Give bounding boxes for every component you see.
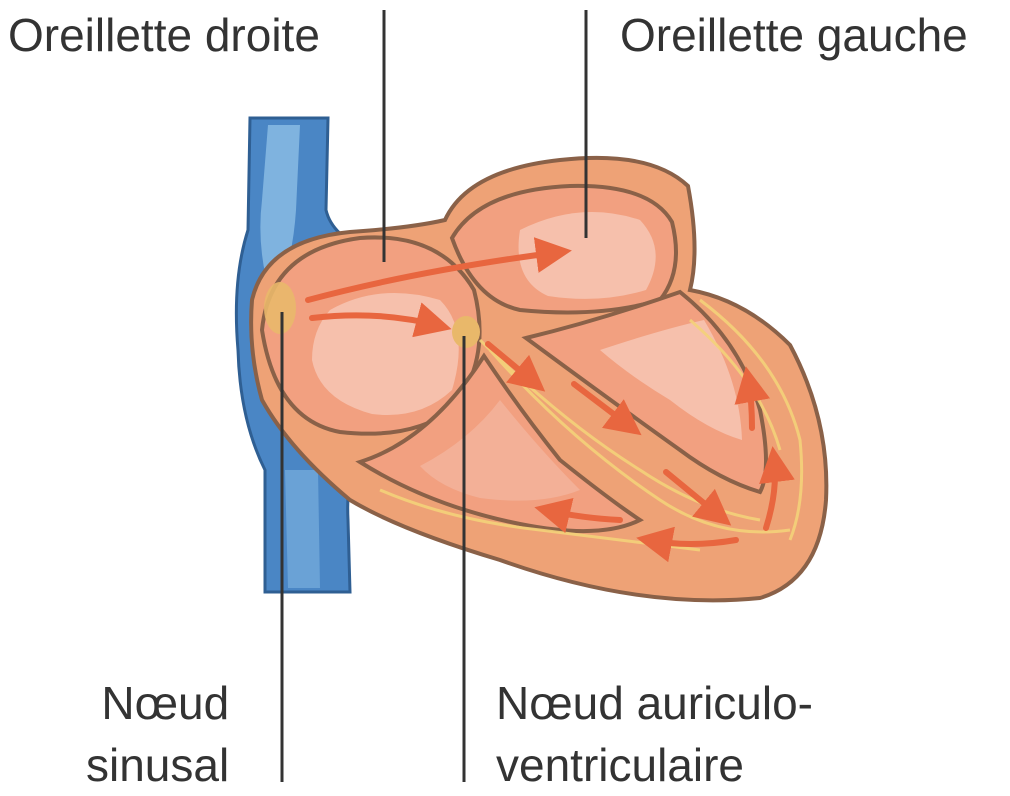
label-sinus-node-line1: Nœud xyxy=(86,672,229,734)
label-right-atrium: Oreillette droite xyxy=(8,4,320,66)
sinus-node xyxy=(264,282,296,334)
av-node xyxy=(452,316,480,348)
vena-cava-lower-highlight xyxy=(285,470,320,588)
label-left-atrium: Oreillette gauche xyxy=(620,4,968,66)
label-av-node: Nœud auriculo- ventriculaire xyxy=(496,672,813,796)
label-av-node-line2: ventriculaire xyxy=(496,734,813,796)
label-sinus-node: Nœud sinusal xyxy=(86,672,229,796)
label-av-node-line1: Nœud auriculo- xyxy=(496,672,813,734)
label-sinus-node-line2: sinusal xyxy=(86,734,229,796)
